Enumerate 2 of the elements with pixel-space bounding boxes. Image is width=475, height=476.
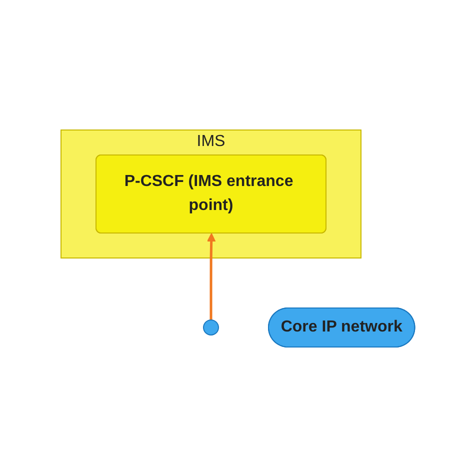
node-ellipse [202,318,219,335]
arrow [206,232,216,320]
